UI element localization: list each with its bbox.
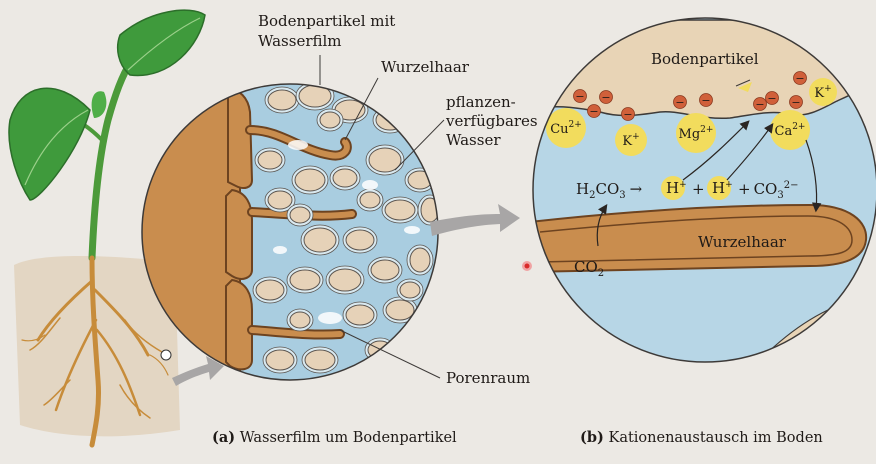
caption-a: (a) Wasserfilm um Bodenpartikel (212, 429, 457, 446)
soil-particle (257, 150, 283, 170)
svg-text:K+: K+ (622, 132, 639, 149)
svg-text:K+: K+ (814, 84, 831, 101)
hplus-1: H+ (666, 179, 687, 197)
svg-text:Cu2+: Cu2+ (550, 120, 582, 137)
cation-k-left: K+ (615, 124, 647, 156)
root-hair-b (533, 203, 868, 274)
hplus-circle-2 (707, 176, 731, 200)
leaf-small (91, 91, 107, 118)
label-wasser-line3: Wasser (446, 131, 501, 149)
label-wasser-line2: verfügbares (445, 112, 538, 130)
soil-particle (328, 268, 362, 292)
negative-sign: − (767, 92, 776, 105)
soil-particle (368, 147, 402, 173)
cation-ca: Ca2+ (770, 110, 810, 150)
label-bodenpartikel-b: Bodenpartikel (651, 50, 759, 68)
soil-particle (370, 259, 400, 281)
soil-particle (289, 311, 311, 329)
negative-sign: − (791, 96, 800, 109)
soil-particle (265, 349, 295, 371)
label-bodenpartikel-line1: Bodenpartikel mit (258, 12, 395, 30)
soil-particle (409, 247, 431, 273)
svg-text:Ca2+: Ca2+ (775, 122, 806, 139)
negative-charge (789, 95, 803, 109)
roots (21, 255, 169, 448)
panel-a-circle (141, 83, 439, 381)
negative-sign: − (675, 96, 684, 109)
co3: +CO32− (738, 180, 798, 201)
negative-charge (765, 91, 779, 105)
negative-charge (573, 89, 587, 103)
soil-particle (267, 89, 297, 111)
label-wurzelhaar-a: Wurzelhaar (381, 58, 470, 76)
plant-stem (88, 56, 136, 262)
negative-sign: − (589, 105, 598, 118)
label-wurzelhaar-b: Wurzelhaar (698, 233, 787, 251)
plant (8, 9, 206, 448)
soil-particle (384, 199, 416, 221)
label-bodenpartikel-line2: Wasserfilm (258, 32, 342, 50)
cation-k-right: K+ (809, 78, 837, 106)
negative-charge (699, 93, 713, 107)
label-porenraum: Porenraum (446, 369, 530, 387)
cation-cu: Cu2+ (546, 108, 586, 148)
soil-particle (303, 227, 337, 253)
negative-charge (599, 90, 613, 104)
negative-sign: − (623, 108, 632, 121)
soil-particle (385, 299, 415, 321)
negative-charge (621, 107, 635, 121)
soil-particle (359, 191, 381, 209)
caption-b: (b) Kationenaustausch im Boden (580, 429, 823, 446)
negative-charge (673, 95, 687, 109)
svg-text:Mg2+: Mg2+ (679, 125, 714, 142)
negative-sign: − (701, 94, 710, 107)
co2: CO2 (574, 258, 604, 279)
negative-charges: −−−−−−−−−− (573, 71, 807, 121)
negative-sign: − (601, 91, 610, 104)
negative-sign: − (795, 72, 804, 85)
plus-1: + (692, 180, 705, 198)
negative-charge (753, 97, 767, 111)
soil-particle (289, 269, 321, 291)
negative-charge (793, 71, 807, 85)
soil-particle (345, 229, 375, 251)
soil-particle (255, 279, 285, 301)
arrow-a-to-b (430, 204, 520, 236)
leader-lines-a (319, 55, 445, 379)
leaf-left (8, 87, 91, 201)
soil-particle (345, 304, 375, 326)
soil-particles-a (252, 84, 438, 374)
hplus-2: H+ (712, 179, 733, 197)
soil-particle (304, 349, 336, 371)
cation-mg: Mg2+ (676, 113, 716, 153)
soil-particle (332, 168, 358, 188)
negative-sign: − (575, 90, 584, 103)
soil-particle (294, 168, 326, 192)
soil-particle (375, 109, 405, 131)
label-wasser-line1: pflanzen- (446, 93, 516, 111)
negative-sign: − (755, 98, 764, 111)
soil-particle (319, 111, 341, 129)
magnifier-marker (160, 349, 172, 361)
arrow-plant-to-a (172, 356, 224, 386)
negative-charge (587, 104, 601, 118)
soil-particle (289, 206, 311, 224)
panel-b-circle: −−−−−−−−−− Cu2+ K+ Mg2+ Ca2+ K+ (532, 17, 876, 363)
equation: H2CO3→ (576, 180, 643, 201)
reaction-arrows (596, 120, 822, 247)
hplus-circle-1 (661, 176, 685, 200)
soil-particle (399, 281, 421, 299)
soil-particle (267, 190, 293, 210)
